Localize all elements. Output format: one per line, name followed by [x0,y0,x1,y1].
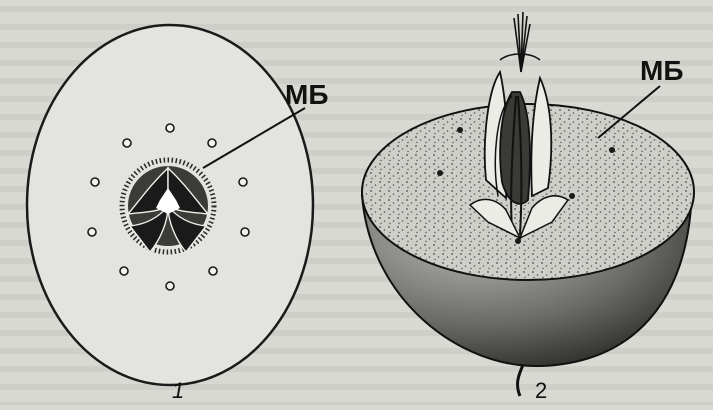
figure-number-1: 1 [172,378,184,403]
figure-number-2: 2 [535,378,547,403]
sperm-aster [122,160,214,252]
label-mb-2: МБ [640,55,683,86]
label-mb-1: МБ [285,79,328,110]
